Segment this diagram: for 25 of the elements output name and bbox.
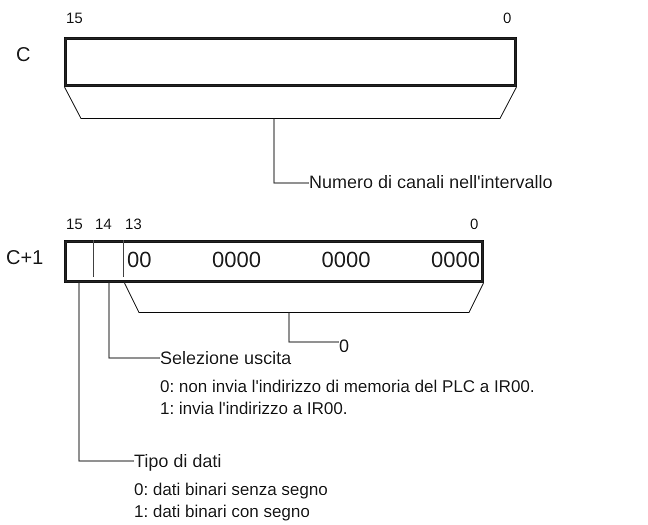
option-text: 0: non invia l'indirizzo di memoria del PLC a IR00. [160,376,536,398]
annotation-text: 0 [339,335,350,358]
leader-line [274,118,310,184]
register-box [64,240,484,283]
bit-field-value: 00 0000 0000 0000 [126,246,481,272]
bit-number: 0 [503,10,512,27]
register-label: C+1 [6,247,44,270]
bit-number: 15 [66,216,83,233]
bracket [124,283,484,313]
register-box [64,37,517,87]
option-text: 1: dati binari con segno [134,501,311,524]
annotation-text: Selezione uscita [160,347,292,370]
option-text: 1: invia l'indirizzo a IR00. [160,398,348,420]
option-text: 0: dati binari senza segno [134,479,329,502]
bit-number: 14 [95,216,112,233]
bit-number: 0 [470,216,478,233]
annotation-text: Numero di canali nell'intervallo [309,171,554,194]
bracket [64,87,517,119]
annotation-text: Tipo di dati [134,450,222,473]
leader-line [288,312,340,342]
bit-number: 15 [66,10,83,27]
register-label: C [16,44,30,67]
leader-line [78,282,134,462]
leader-line [108,282,160,358]
bit-number: 13 [125,216,142,233]
